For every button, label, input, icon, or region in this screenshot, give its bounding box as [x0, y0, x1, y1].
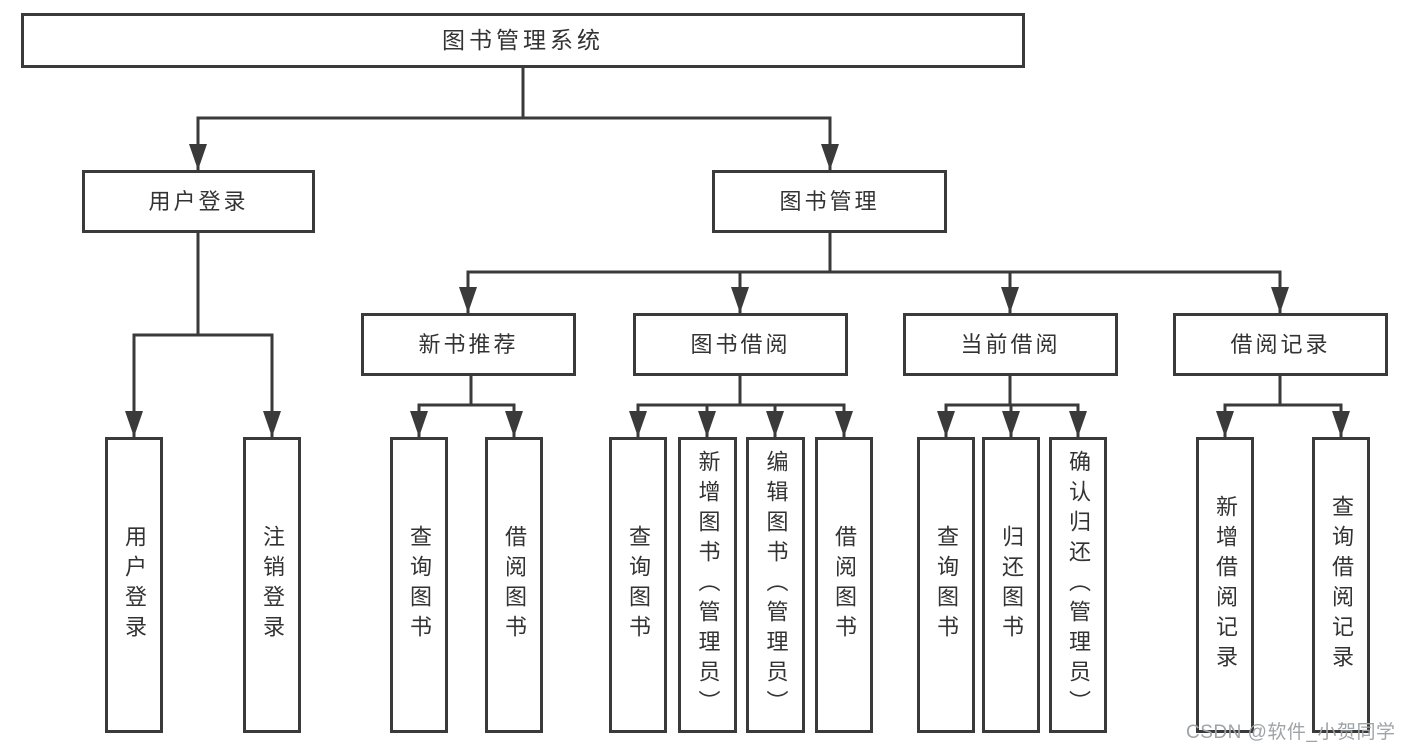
- leaf-query-books-recommend-label: 查询图书: [407, 525, 432, 645]
- leaf-borrow-books-borrowing: 借阅图书: [815, 437, 873, 733]
- node-user-login-label: 用户登录: [148, 188, 249, 214]
- leaf-return-books: 归还图书: [982, 437, 1040, 733]
- node-book-borrowing: 图书借阅: [633, 313, 848, 376]
- leaf-query-books-borrowing-label: 查询图书: [626, 525, 651, 645]
- leaf-logout: 注销登录: [243, 437, 301, 733]
- node-library-system: 图书管理系统: [21, 13, 1025, 68]
- arrow-down-icon: [698, 411, 716, 437]
- watermark: CSDN @软件_小贺同学: [1186, 722, 1396, 743]
- connector: [417, 403, 516, 437]
- leaf-add-books-admin: 新增图书（管理员）: [678, 437, 737, 733]
- arrow-down-icon: [835, 411, 853, 437]
- leaf-user-login: 用户登录: [105, 437, 163, 733]
- leaf-query-borrow-record-label: 查询借阅记录: [1329, 495, 1354, 675]
- leaf-query-borrow-record: 查询借阅记录: [1312, 437, 1370, 733]
- leaf-user-login-label: 用户登录: [122, 525, 147, 645]
- leaf-query-books-borrowing: 查询图书: [609, 437, 667, 733]
- arrow-down-icon: [1332, 411, 1350, 437]
- node-current-borrowing-label: 当前借阅: [960, 331, 1061, 357]
- leaf-logout-label: 注销登录: [260, 525, 285, 645]
- arrow-down-icon: [937, 411, 955, 437]
- connector: [636, 403, 846, 437]
- arrow-down-icon: [1069, 411, 1087, 437]
- connector: [1223, 403, 1343, 437]
- node-borrowing-records-label: 借阅记录: [1230, 331, 1331, 357]
- leaf-query-books-current: 查询图书: [917, 437, 975, 733]
- node-book-management: 图书管理: [712, 170, 947, 233]
- arrow-down-icon: [505, 411, 523, 437]
- leaf-add-books-admin-label: 新增图书（管理员）: [695, 450, 721, 720]
- leaf-borrow-books-recommend-label: 借阅图书: [502, 525, 527, 645]
- arrow-down-icon: [1271, 287, 1289, 313]
- arrow-down-icon: [125, 411, 143, 437]
- node-user-login: 用户登录: [82, 170, 315, 233]
- leaf-query-books-current-label: 查询图书: [934, 525, 959, 645]
- connector: [196, 116, 832, 170]
- arrow-down-icon: [410, 411, 428, 437]
- node-current-borrowing: 当前借阅: [903, 313, 1118, 376]
- connector: [466, 270, 1282, 313]
- arrow-down-icon: [189, 144, 207, 170]
- node-library-system-label: 图书管理系统: [442, 27, 604, 53]
- node-book-borrowing-label: 图书借阅: [690, 331, 791, 357]
- arrow-down-icon: [1216, 411, 1234, 437]
- arrow-down-icon: [263, 411, 281, 437]
- arrow-down-icon: [731, 287, 749, 313]
- leaf-query-books-recommend: 查询图书: [390, 437, 448, 733]
- connector: [132, 333, 274, 437]
- leaf-add-borrow-record-label: 新增借阅记录: [1213, 495, 1238, 675]
- node-new-book-recommend-label: 新书推荐: [418, 331, 519, 357]
- arrow-down-icon: [1002, 411, 1020, 437]
- node-borrowing-records: 借阅记录: [1173, 313, 1388, 376]
- arrow-down-icon: [459, 287, 477, 313]
- leaf-confirm-return-admin-label: 确认归还（管理员）: [1066, 450, 1091, 720]
- arrow-down-icon: [629, 411, 647, 437]
- leaf-edit-books-admin-label: 编辑图书（管理员）: [763, 450, 789, 720]
- leaf-add-borrow-record: 新增借阅记录: [1196, 437, 1254, 733]
- arrow-down-icon: [821, 144, 839, 170]
- leaf-confirm-return-admin: 确认归还（管理员）: [1049, 437, 1107, 733]
- leaf-edit-books-admin: 编辑图书（管理员）: [746, 437, 805, 733]
- arrow-down-icon: [1001, 287, 1019, 313]
- leaf-return-books-label: 归还图书: [999, 525, 1024, 645]
- leaf-borrow-books-recommend: 借阅图书: [485, 437, 543, 733]
- node-new-book-recommend: 新书推荐: [361, 313, 576, 376]
- arrowheads: [125, 144, 1350, 437]
- leaf-borrow-books-borrowing-label: 借阅图书: [832, 525, 857, 645]
- node-book-management-label: 图书管理: [779, 188, 880, 214]
- arrow-down-icon: [766, 411, 784, 437]
- connector-paths: [132, 68, 1343, 437]
